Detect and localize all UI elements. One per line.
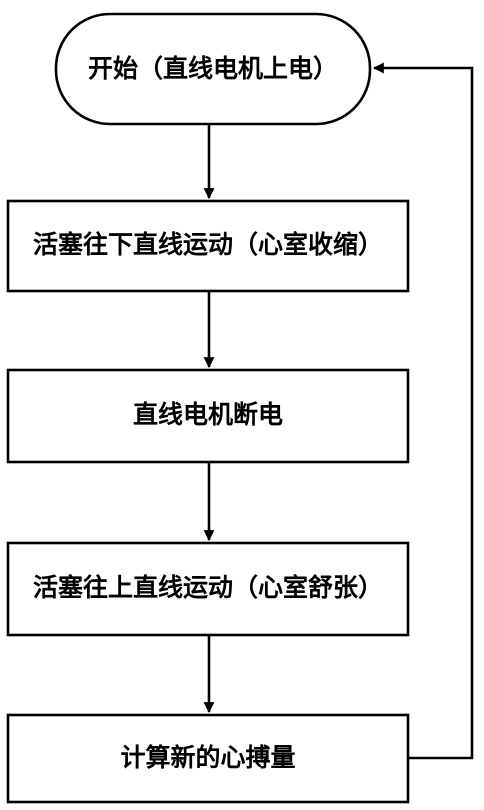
motor-off-node-label: 直线电机断电	[133, 400, 283, 429]
start-node-shape	[54, 12, 372, 126]
piston-up-node: 活塞往上直线运动（心室舒张）	[6, 541, 410, 637]
piston-up-node-label: 活塞往上直线运动（心室舒张）	[33, 573, 383, 602]
calculate-node: 计算新的心搏量	[6, 713, 410, 804]
loop-back-arrow	[372, 62, 474, 760]
piston-up-node-shape	[6, 541, 410, 637]
start-node-label: 开始（直线电机上电）	[88, 54, 338, 83]
motor-off-node: 直线电机断电	[6, 368, 410, 464]
piston-down-node-label: 活塞往下直线运动（心室收缩）	[33, 230, 383, 259]
start-node: 开始（直线电机上电）	[54, 12, 372, 126]
calculate-node-shape	[6, 713, 410, 804]
piston-down-node: 活塞往下直线运动（心室收缩）	[6, 199, 410, 293]
piston-down-node-shape	[6, 199, 410, 293]
calculate-node-label: 计算新的心搏量	[120, 743, 295, 772]
